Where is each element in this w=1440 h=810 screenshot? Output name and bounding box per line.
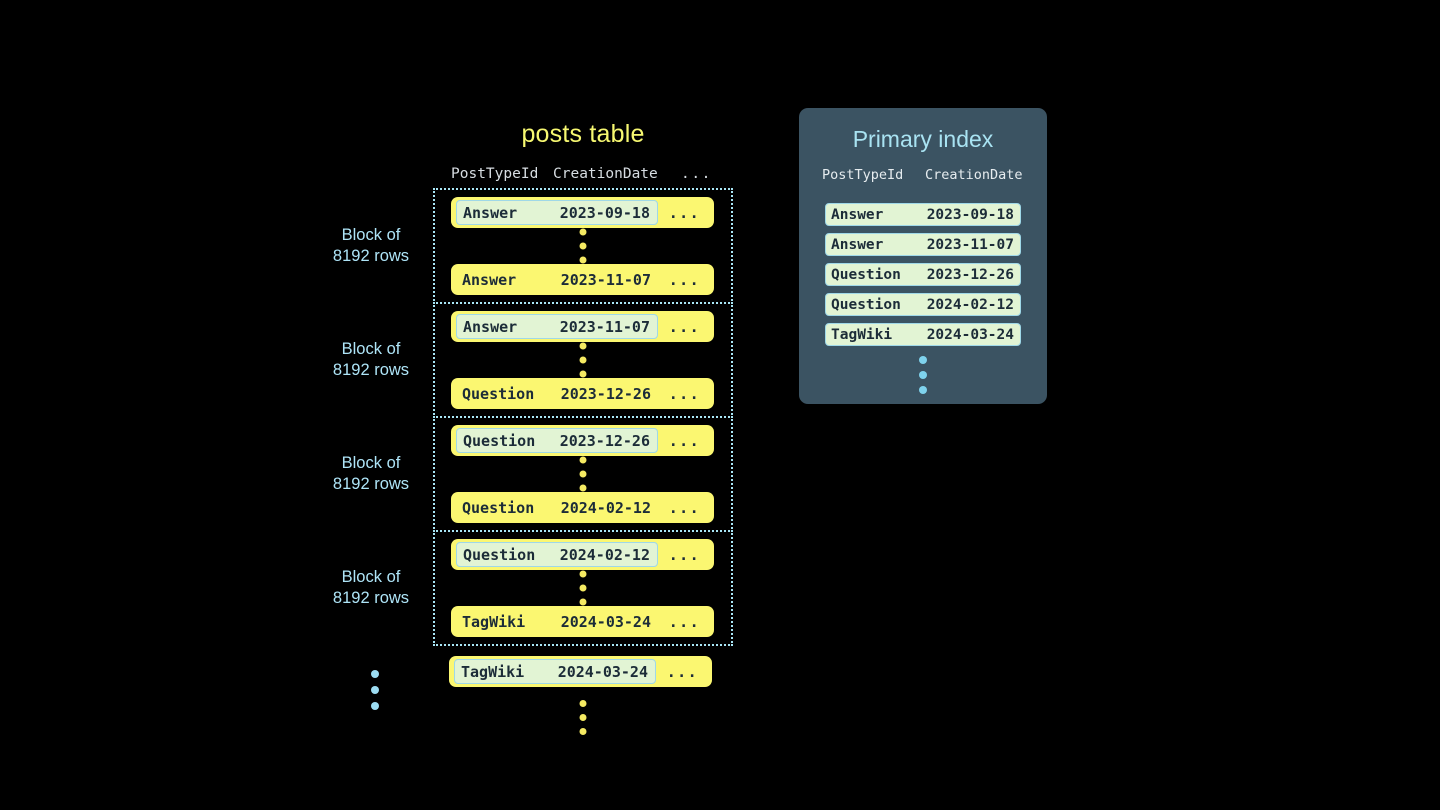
column-header-more: ... — [681, 166, 712, 182]
index-row: Question 2023-12-26 — [825, 263, 1021, 286]
primary-index-title: Primary index — [852, 126, 994, 152]
cell-posttypeid: Answer — [463, 317, 518, 336]
index-cell-creationdate: 2023-11-07 — [926, 236, 1014, 253]
index-cell-creationdate: 2023-09-18 — [926, 206, 1014, 223]
cell-more: ... — [666, 662, 698, 681]
cell-posttypeid: Question — [463, 545, 536, 564]
row-ellipsis-icon — [579, 570, 587, 606]
table-row: Question 2024-02-12 ... — [451, 539, 714, 570]
row-key-cells: TagWiki 2024-03-24 — [456, 609, 658, 634]
block-label: Block of 8192 rows — [332, 226, 410, 265]
index-row: Question 2024-02-12 — [825, 293, 1021, 316]
cell-posttypeid: Question — [462, 384, 535, 403]
block-of-rows: Block of 8192 rows Answer 2023-09-18 ...… — [333, 188, 733, 304]
row-key-cells: Answer 2023-09-18 — [456, 200, 658, 225]
cell-creationdate: 2024-02-12 — [560, 498, 651, 517]
cell-posttypeid: Question — [462, 498, 535, 517]
table-row: Question 2023-12-26 ... — [451, 378, 714, 409]
cell-more: ... — [668, 270, 700, 289]
index-cell-posttypeid: Answer — [831, 236, 884, 253]
index-continuation-ellipsis-icon — [919, 356, 927, 394]
cell-creationdate: 2024-03-24 — [560, 612, 651, 631]
row-key-cells: TagWiki 2024-03-24 — [454, 659, 656, 684]
cell-more: ... — [668, 384, 700, 403]
table-row: Answer 2023-11-07 ... — [451, 311, 714, 342]
cell-more: ... — [668, 612, 700, 631]
index-row: Answer 2023-11-07 — [825, 233, 1021, 256]
table-row: Answer 2023-11-07 ... — [451, 264, 714, 295]
cell-creationdate: 2023-12-26 — [559, 431, 650, 450]
cell-more: ... — [668, 498, 700, 517]
block-label: Block of 8192 rows — [332, 340, 410, 379]
index-cell-creationdate: 2024-03-24 — [926, 326, 1014, 343]
row-key-cells: Question 2023-12-26 — [456, 428, 658, 453]
cell-more: ... — [668, 545, 700, 564]
index-row: TagWiki 2024-03-24 — [825, 323, 1021, 346]
cell-creationdate: 2023-12-26 — [560, 384, 651, 403]
posts-table-title: posts table — [521, 120, 645, 148]
index-cell-posttypeid: Question — [831, 296, 901, 313]
table-continuation-ellipsis-icon — [579, 700, 587, 735]
cell-posttypeid: Answer — [462, 270, 517, 289]
primary-index-row-list: Answer 2023-09-18 Answer 2023-11-07 Ques… — [825, 203, 1021, 353]
cell-posttypeid: Question — [463, 431, 536, 450]
table-row: TagWiki 2024-03-24 ... — [451, 606, 714, 637]
index-cell-creationdate: 2023-12-26 — [926, 266, 1014, 283]
cell-creationdate: 2023-11-07 — [559, 317, 650, 336]
table-row-trailing: TagWiki 2024-03-24 ... — [449, 656, 712, 687]
index-cell-creationdate: 2024-02-12 — [926, 296, 1014, 313]
primary-index-panel: Primary index PostTypeId CreationDate An… — [799, 108, 1047, 404]
block-continuation-ellipsis-icon — [371, 670, 379, 710]
block-of-rows: Block of 8192 rows Question 2024-02-12 .… — [333, 530, 733, 646]
cell-more: ... — [668, 317, 700, 336]
row-key-cells: Answer 2023-11-07 — [456, 314, 658, 339]
index-cell-posttypeid: Answer — [831, 206, 884, 223]
block-of-rows: Block of 8192 rows Question 2023-12-26 .… — [333, 416, 733, 532]
cell-posttypeid: TagWiki — [461, 662, 525, 681]
row-ellipsis-icon — [579, 228, 587, 264]
table-row: Question 2023-12-26 ... — [451, 425, 714, 456]
row-ellipsis-icon — [579, 456, 587, 492]
row-ellipsis-icon — [579, 342, 587, 378]
block-list: Block of 8192 rows Answer 2023-09-18 ...… — [333, 188, 733, 646]
table-row: Question 2024-02-12 ... — [451, 492, 714, 523]
cell-posttypeid: Answer — [463, 203, 518, 222]
primary-index-column-headers: PostTypeId CreationDate — [799, 167, 1047, 187]
row-key-cells: Question 2023-12-26 — [456, 381, 658, 406]
index-column-header-posttypeid: PostTypeId — [822, 167, 904, 183]
cell-more: ... — [668, 431, 700, 450]
index-cell-posttypeid: TagWiki — [831, 326, 893, 343]
column-header-posttypeid: PostTypeId — [451, 166, 539, 182]
cell-creationdate: 2023-09-18 — [559, 203, 650, 222]
index-column-header-creationdate: CreationDate — [925, 167, 1023, 183]
table-row: Answer 2023-09-18 ... — [451, 197, 714, 228]
cell-creationdate: 2024-02-12 — [559, 545, 650, 564]
index-row: Answer 2023-09-18 — [825, 203, 1021, 226]
cell-creationdate: 2023-11-07 — [560, 270, 651, 289]
column-header-creationdate: CreationDate — [553, 166, 658, 182]
block-label: Block of 8192 rows — [332, 454, 410, 493]
posts-table-column-headers: PostTypeId CreationDate ... — [433, 166, 733, 188]
index-cell-posttypeid: Question — [831, 266, 901, 283]
cell-posttypeid: TagWiki — [462, 612, 526, 631]
cell-more: ... — [668, 203, 700, 222]
cell-creationdate: 2024-03-24 — [557, 662, 648, 681]
block-of-rows: Block of 8192 rows Answer 2023-11-07 ...… — [333, 302, 733, 418]
row-key-cells: Question 2024-02-12 — [456, 495, 658, 520]
row-key-cells: Question 2024-02-12 — [456, 542, 658, 567]
block-label: Block of 8192 rows — [332, 568, 410, 607]
row-key-cells: Answer 2023-11-07 — [456, 267, 658, 292]
